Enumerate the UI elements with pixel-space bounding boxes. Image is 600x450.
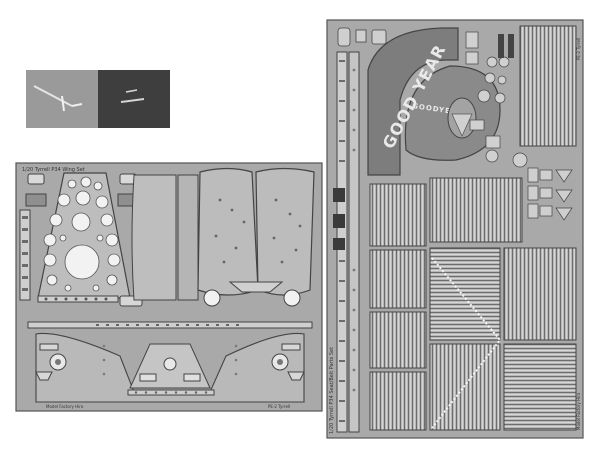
left-fret: 1/20 Tyrrell P34 Wing Set bbox=[15, 162, 323, 412]
photo-inset bbox=[26, 70, 170, 128]
left-fret-brand: Model Factory Hiro bbox=[46, 404, 84, 409]
left-fret-title: 1/20 Tyrrell P34 Wing Set bbox=[22, 167, 85, 173]
right-fret-brand: Model Factory Hiro bbox=[576, 392, 581, 430]
right-fret-code-top: PE-2 Tyrrell bbox=[576, 38, 581, 60]
right-fret: 1/20 Tyrrell P34 Seat/Belt Parts Set PE-… bbox=[326, 19, 584, 439]
right-fret-title: 1/20 Tyrrell P34 Seat/Belt Parts Set bbox=[329, 347, 335, 434]
left-fret-code: PE-2 Tyrrell bbox=[268, 404, 290, 409]
